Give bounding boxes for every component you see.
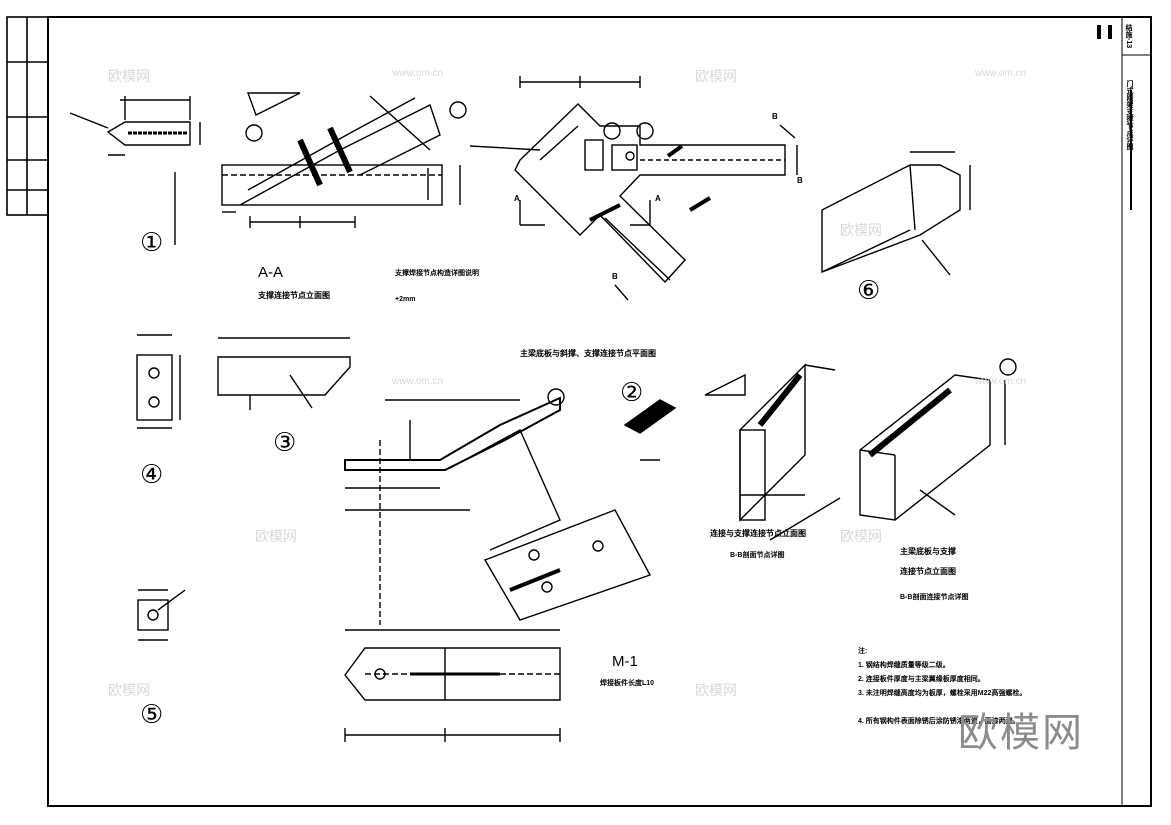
detail-number-4: ④ — [140, 460, 164, 490]
watermark-7: 欧模网 — [695, 683, 737, 699]
connection-detail-mid — [739, 363, 841, 541]
part-label-m1: M-1 — [612, 653, 638, 670]
title-block-marks — [1097, 25, 1132, 210]
detail-number-5: ⑤ — [140, 700, 164, 730]
watermark-2: 欧模网 — [695, 69, 737, 85]
watermark-url-2: www.om.cn — [975, 68, 1027, 79]
drawing-title-vertical: 门式刚架支撑节点详图 — [1126, 80, 1133, 150]
detail-number-2: ② — [620, 378, 644, 408]
detail-5 — [137, 589, 186, 641]
note-4: 4. 所有钢构件表面除锈后涂防锈漆两道，面漆两道。 — [858, 718, 1020, 725]
plan-title-left: 支撑连接节点立面图 — [258, 291, 330, 300]
section-marker-a-right: A — [655, 194, 661, 203]
plan-title-center: 主梁底板与斜撑、支撑连接节点平面图 — [520, 349, 656, 358]
watermark-url-3: www.om.cn — [392, 376, 444, 387]
detail-number-3: ③ — [273, 428, 297, 458]
watermark-1: 欧模网 — [108, 69, 150, 85]
connection-detail-right — [859, 358, 1017, 521]
watermark-5: 欧模网 — [840, 529, 882, 545]
plan-note-left-tail: +2mm — [395, 296, 416, 303]
part-sub-m1: 焊接板件长度L10 — [600, 680, 655, 687]
watermark-6: 欧模网 — [108, 683, 150, 699]
bracket-m1 — [344, 388, 652, 742]
notes-header: 注: — [858, 648, 868, 655]
note-2: 2. 连接板件厚度与主梁翼缘板厚度相同。 — [858, 676, 985, 683]
detail-4 — [136, 334, 181, 429]
detail-number-6: ⑥ — [857, 276, 881, 306]
detail-title-right-2: 连接节点立面图 — [900, 567, 956, 576]
brand-logo: 欧模网 — [958, 710, 1084, 756]
detail-sub-mid: B-B剖面节点详图 — [730, 552, 785, 559]
section-marker-b-top: B — [772, 112, 778, 121]
detail-title-right-1: 主梁底板与支撑 — [900, 547, 956, 556]
plan-note-left: 支撑焊接节点构造详图说明 — [395, 270, 479, 277]
detail-title-mid: 连接与支撑连接节点立面图 — [710, 529, 806, 538]
detail-3 — [217, 337, 351, 410]
note-1: 1. 钢结构焊缝质量等级二级。 — [858, 662, 950, 669]
watermark-4: 欧模网 — [255, 529, 297, 545]
detail-number-1: ① — [140, 228, 164, 258]
detail-sub-right: B-B剖面连接节点详图 — [900, 594, 969, 601]
detail-6 — [821, 151, 971, 276]
section-title-a-a: A-A — [258, 264, 284, 281]
detail-2 — [623, 373, 746, 461]
note-3: 3. 未注明焊缝高度均为板厚，螺栓采用M22高强螺栓。 — [858, 690, 1027, 697]
section-marker-b-corner: B — [797, 176, 803, 185]
watermark-url-1: www.om.cn — [392, 68, 444, 79]
section-marker-b-bottom: B — [612, 272, 618, 281]
watermark-3: 欧模网 — [840, 223, 882, 239]
sheet-border — [47, 16, 1152, 807]
watermark-url-4: www.om.cn — [975, 376, 1027, 387]
section-marker-a-left: A — [514, 194, 520, 203]
section-a-a — [221, 92, 467, 228]
drawing-number: 结施-13 — [1125, 24, 1132, 49]
plan-center — [469, 76, 798, 301]
detail-1 — [69, 96, 201, 245]
